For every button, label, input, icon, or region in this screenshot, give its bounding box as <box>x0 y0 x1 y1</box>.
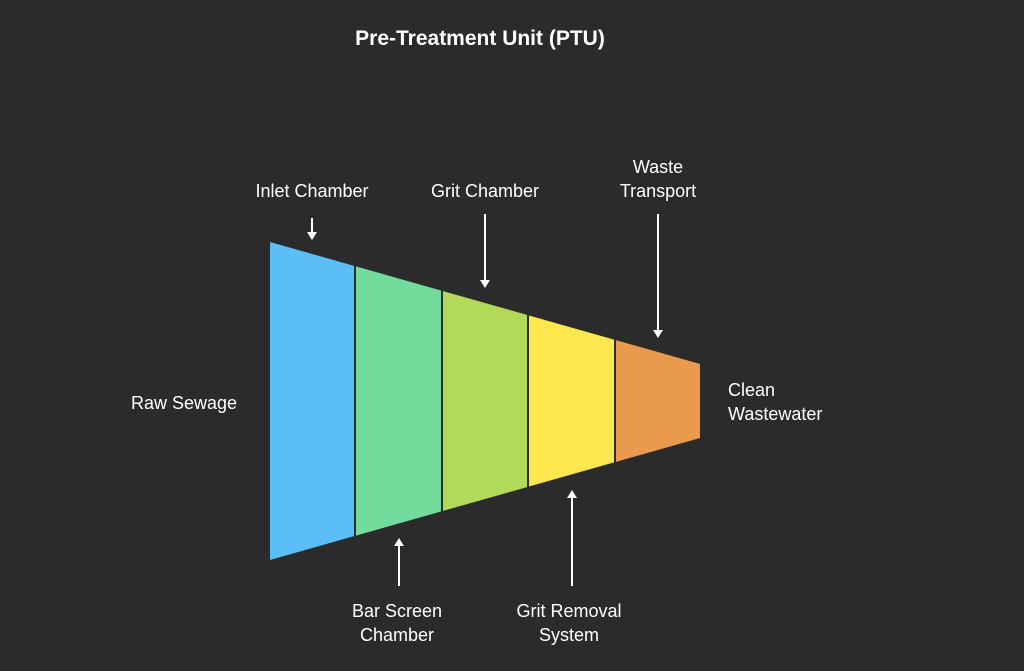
diagram-title: Pre-Treatment Unit (PTU) <box>355 27 605 50</box>
grit-chamber-arrow <box>480 214 490 288</box>
output-label-line2: Wastewater <box>728 404 822 424</box>
grit-removal-system-arrow <box>567 490 577 586</box>
inlet-chamber-label: Inlet Chamber <box>255 181 368 201</box>
funnel <box>270 242 700 560</box>
funnel-segment-inlet-chamber <box>270 242 354 560</box>
funnel-segment-grit-removal-system <box>529 315 614 487</box>
funnel-segment-grit-chamber <box>443 291 527 511</box>
grit-removal-system-label-line1: Grit Removal <box>516 601 621 621</box>
grit-removal-system-label-line2: System <box>539 625 599 645</box>
funnel-segment-bar-screen-chamber <box>356 266 441 536</box>
waste-transport-label-line1: Waste <box>633 157 683 177</box>
bar-screen-chamber-arrow <box>394 538 404 586</box>
grit-chamber-label: Grit Chamber <box>431 181 539 201</box>
waste-transport-arrow <box>653 214 663 338</box>
input-label: Raw Sewage <box>131 393 237 413</box>
waste-transport-label-line2: Transport <box>620 181 696 201</box>
funnel-segment-waste-transport <box>616 340 700 462</box>
bar-screen-chamber-label-line1: Bar Screen <box>352 601 442 621</box>
bar-screen-chamber-label-line2: Chamber <box>360 625 434 645</box>
output-label-line1: Clean <box>728 380 775 400</box>
inlet-chamber-arrow <box>307 218 317 240</box>
